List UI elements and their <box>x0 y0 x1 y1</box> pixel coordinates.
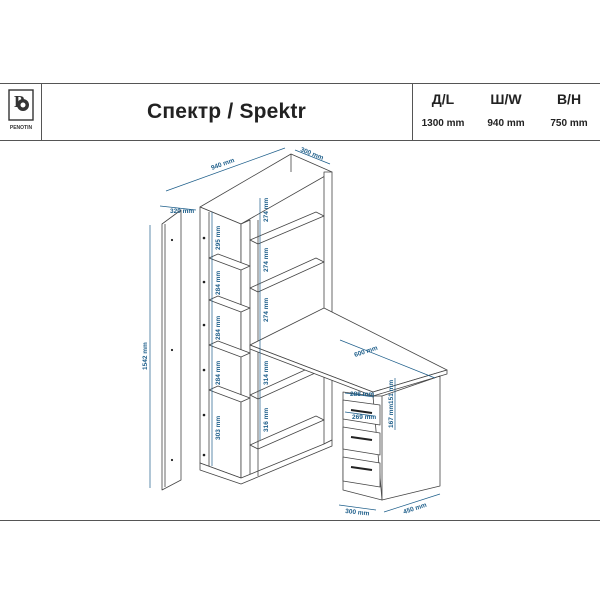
dim-left-shelf-3: 284 mm <box>215 316 222 340</box>
hinge-dots <box>170 236 206 462</box>
dim-right-shelf-5: 316 mm <box>263 408 270 432</box>
dimension-lines <box>149 147 441 513</box>
spec-table: Д/L 1300 mm Ш/W 940 mm В/Н 750 mm <box>412 83 600 140</box>
dim-right-shelf-4: 314 mm <box>263 361 270 385</box>
dim-left-shelf-5: 303 mm <box>215 416 222 440</box>
brand-logo: P PENOTIN <box>8 89 34 131</box>
center-partition <box>240 219 251 479</box>
drawer-3 <box>342 456 381 488</box>
dim-base-depth: 300 mm <box>345 508 370 518</box>
logo-text: PENOTIN <box>10 125 33 131</box>
dim-right-shelf-2: 274 mm <box>263 248 270 272</box>
spec-height: В/Н 750 mm <box>538 83 600 129</box>
title-cell: Спектр / Spektr <box>41 83 413 140</box>
product-title: Спектр / Spektr <box>146 99 306 123</box>
drawer-handles <box>350 409 373 471</box>
dim-drawer-height-2: 167 mm <box>388 404 395 428</box>
drawer-handle-icon <box>350 409 373 414</box>
brand-logo-cell: P PENOTIN <box>0 83 42 140</box>
spec-width: Ш/W 940 mm <box>475 83 537 129</box>
dim-left-shelf-2: 284 mm <box>215 271 222 295</box>
left-shelves <box>208 212 251 466</box>
spec-length-label: Д/L <box>431 91 455 107</box>
logo-frame <box>8 89 34 121</box>
drawer-handle-icon <box>350 466 373 471</box>
spec-height-value: 750 mm <box>550 118 588 129</box>
desk-edge-side <box>372 369 448 397</box>
dim-drawer-width-1: 288 mm <box>350 391 374 398</box>
drawer-2 <box>342 426 381 456</box>
dim-door-depth: 320 mm <box>170 208 194 215</box>
logo-mark-center <box>20 102 26 108</box>
dim-drawer-height-1: 151 mm <box>388 380 395 404</box>
drawer-handle-icon <box>350 436 373 441</box>
spec-length-value: 1300 mm <box>421 118 465 129</box>
dim-base-width: 450 mm <box>402 502 427 516</box>
spec-length: Д/L 1300 mm <box>412 83 474 129</box>
furniture-drawing: 940 mm 300 mm 320 mm 1542 mm 295 mm 284 … <box>142 146 448 518</box>
spec-width-label: Ш/W <box>490 91 522 107</box>
plinth <box>199 439 333 485</box>
dim-right-shelf-3: 274 mm <box>263 298 270 322</box>
furniture-lines <box>161 153 448 501</box>
dim-total-height: 1542 mm <box>142 342 149 370</box>
dim-top-width: 940 mm <box>210 157 235 172</box>
right-shelves <box>249 211 325 476</box>
dim-left-shelf-4: 284 mm <box>215 361 222 385</box>
spec-height-label: В/Н <box>556 91 582 107</box>
spec-width-value: 940 mm <box>487 118 525 129</box>
dim-drawer-width-2: 269 mm <box>352 414 376 421</box>
right-side-panel <box>323 171 333 445</box>
drawing-sheet <box>0 83 600 521</box>
title-block: P PENOTIN Спектр / Spektr Д/L 1300 mm Ш/… <box>0 83 600 141</box>
dim-left-shelf-1: 295 mm <box>215 226 222 250</box>
dim-right-shelf-1: 274 mm <box>263 198 270 222</box>
pedestal-side <box>381 375 441 501</box>
